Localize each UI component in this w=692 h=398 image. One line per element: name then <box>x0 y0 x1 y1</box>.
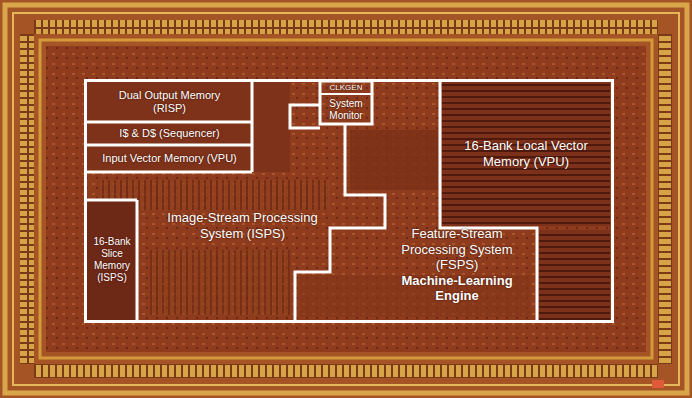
region-label: Input Vector Memory (VPU) <box>102 152 237 165</box>
floorplan-outline <box>85 80 613 322</box>
processing-region: Feature-Stream Processing System (FSPS)M… <box>295 105 537 320</box>
region-label: I$ & D$ (Sequencer) <box>119 127 219 140</box>
region-label: 16-Bank Slice Memory (ISPS) <box>89 236 135 284</box>
die-mark <box>652 380 664 388</box>
memory-block: I$ & D$ (Sequencer) <box>87 122 252 145</box>
floorplan-border <box>86 81 613 322</box>
memory-block <box>87 82 290 172</box>
block-border <box>320 81 372 124</box>
pad-row <box>658 34 672 364</box>
engine-label: Machine-Learning Engine <box>381 273 533 304</box>
text-area: Feature-Stream Processing System (FSPS)M… <box>381 226 533 304</box>
region-label: 16-Bank Local Vector Memory (VPU) <box>451 138 601 169</box>
seal-ring <box>5 5 687 393</box>
memory-block <box>87 200 137 320</box>
text-area: Image-Stream Processing System (ISPS) <box>155 210 330 241</box>
memory-block <box>442 82 610 226</box>
region-label: System Monitor <box>322 98 370 122</box>
seal-ring <box>13 13 679 385</box>
memory-block <box>539 230 610 320</box>
pad-row <box>34 20 658 34</box>
region-label: CLKGEN <box>330 83 363 93</box>
memory-block: Dual Output Memory (RISP) <box>87 82 252 122</box>
logic-area <box>150 250 290 315</box>
logic-area <box>350 130 438 190</box>
memory-region: 16-Bank Local Vector Memory (VPU) <box>440 80 612 228</box>
memory-block: 16-Bank Slice Memory (ISPS) <box>87 200 137 320</box>
pad-row <box>20 34 34 364</box>
monitor-block: System Monitor <box>320 95 372 124</box>
region-label: Image-Stream Processing System (ISPS) <box>155 210 330 241</box>
core-area <box>46 46 646 352</box>
block-border <box>320 93 372 95</box>
block-border <box>87 80 252 172</box>
pad-row <box>34 364 658 378</box>
block-border <box>85 200 137 321</box>
clock-block: CLKGEN <box>320 82 372 94</box>
region-label: Dual Output Memory (RISP) <box>111 89 229 115</box>
power-ring <box>40 40 652 358</box>
memory-block: Input Vector Memory (VPU) <box>87 145 252 172</box>
region-label: Feature-Stream Processing System (FSPS) <box>381 226 533 273</box>
processing-region: Image-Stream Processing System (ISPS) 16-… <box>87 172 345 320</box>
